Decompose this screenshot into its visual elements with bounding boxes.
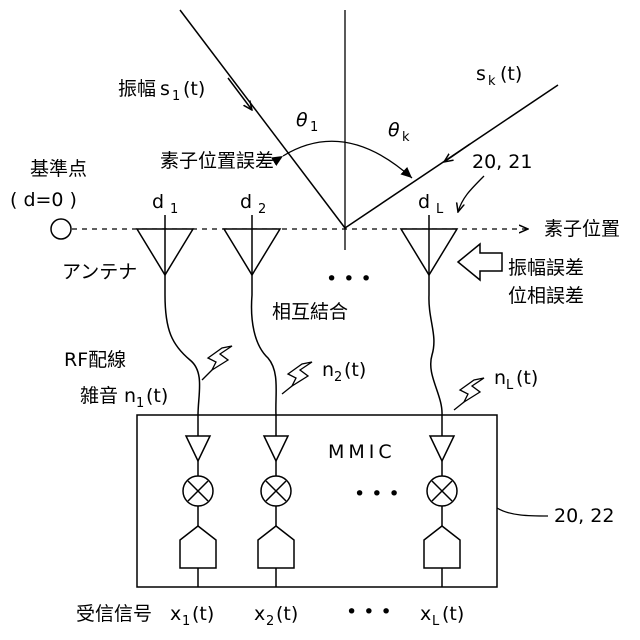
theta1-subscript: 1 [310,120,318,135]
noise-bolt-L [460,378,484,402]
s1-argument: (t) [183,78,205,100]
d1-subscript: 1 [170,202,178,217]
xL-subscript: L [432,614,440,629]
mmic-ellipsis: • • • [354,483,400,505]
incident-wave-s1 [180,10,345,228]
n2-symbol: n [322,359,334,381]
noise-bolt-1 [208,346,232,370]
leader-20-21 [458,176,484,212]
incident-wave-s1-arrow [228,78,252,110]
x2-symbol: x [254,603,265,625]
dL-subscript: L [436,202,444,217]
antenna-2 [224,215,280,295]
rf-wire-1 [165,295,200,415]
nL-symbol: n [494,367,506,389]
x1-symbol: x [170,603,181,625]
sk-symbol: s [476,63,486,85]
sk-argument: (t) [500,63,522,85]
antenna-L [401,215,457,295]
noise-bolt-L-stroke [454,402,464,410]
thetak-symbol: θ [388,119,400,141]
reference-point-marker [51,219,71,239]
n2-subscript: 2 [334,370,342,385]
nL-subscript: L [506,378,514,393]
x1-argument: (t) [192,603,214,625]
rf-wire-L [429,295,442,415]
n1-symbol: n [124,385,136,407]
n2-argument: (t) [344,359,366,381]
noise-label: 雑音 [80,385,118,407]
x2-subscript: 2 [266,614,274,629]
noise-bolt-1-stroke [202,370,212,380]
n1-subscript: 1 [136,396,144,411]
theta1-symbol: θ [296,109,308,131]
leader-20-22 [497,508,548,516]
antenna-ellipsis: • • • [326,268,372,290]
element-position-label: 素子位置 [544,218,620,240]
amplitude-error-label: 振幅誤差 [508,257,584,279]
ref-20-21-label: 20, 21 [472,151,532,173]
amplitude-label: 振幅 [118,78,156,100]
reference-point-label: 基準点 [30,158,87,180]
incident-wave-sk-arrow [444,144,470,162]
phase-error-label: 位相誤差 [508,285,584,307]
ref-20-22-label: 20, 22 [554,505,614,527]
d1-symbol: d [152,191,164,213]
sk-subscript: k [488,74,496,89]
x2-argument: (t) [276,603,298,625]
mmic-label: MMIC [328,441,396,463]
reference-d0-label: ( d=0 ) [10,189,77,211]
received-signal-label: 受信信号 [76,603,152,625]
s1-symbol: s [160,78,170,100]
antenna-label: アンテナ [62,261,137,283]
d2-subscript: 2 [258,202,266,217]
antenna-1 [137,215,193,295]
x1-subscript: 1 [182,614,190,629]
error-input-arrow [458,244,502,280]
xL-symbol: x [420,603,431,625]
s1-subscript: 1 [172,89,180,104]
mutual-coupling-label: 相互結合 [272,301,348,323]
rf-wiring-label: RF配線 [64,349,126,371]
noise-bolt-2-stroke [282,386,292,394]
n1-argument: (t) [146,385,168,407]
signal-ellipsis: • • • [346,601,392,623]
noise-bolt-2 [288,362,312,386]
element-position-error-label: 素子位置誤差 [160,150,274,172]
d2-symbol: d [240,191,252,213]
nL-argument: (t) [516,367,538,389]
thetak-subscript: k [402,130,410,145]
xL-argument: (t) [442,603,464,625]
dL-symbol: d [418,191,430,213]
